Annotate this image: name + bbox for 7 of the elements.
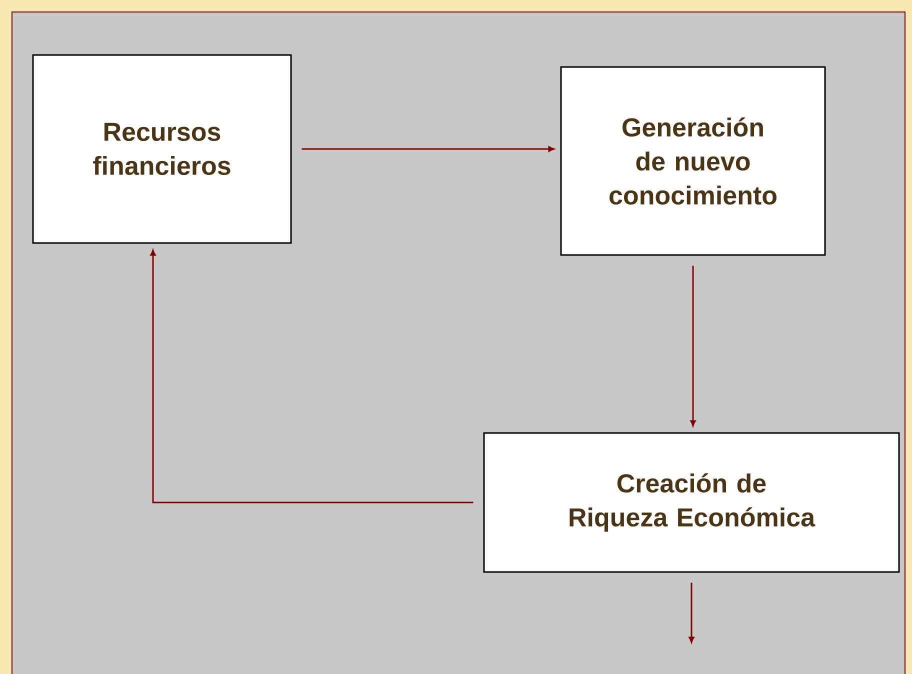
process-box: Creación de Riqueza Económica: [483, 432, 900, 573]
process-box: Recursos financieros: [32, 54, 292, 244]
arrow: [690, 266, 696, 426]
arrow: [688, 582, 694, 643]
arrow: [302, 146, 554, 152]
process-box: Generación de nuevo conocimiento: [560, 66, 826, 256]
arrow: [150, 250, 474, 504]
